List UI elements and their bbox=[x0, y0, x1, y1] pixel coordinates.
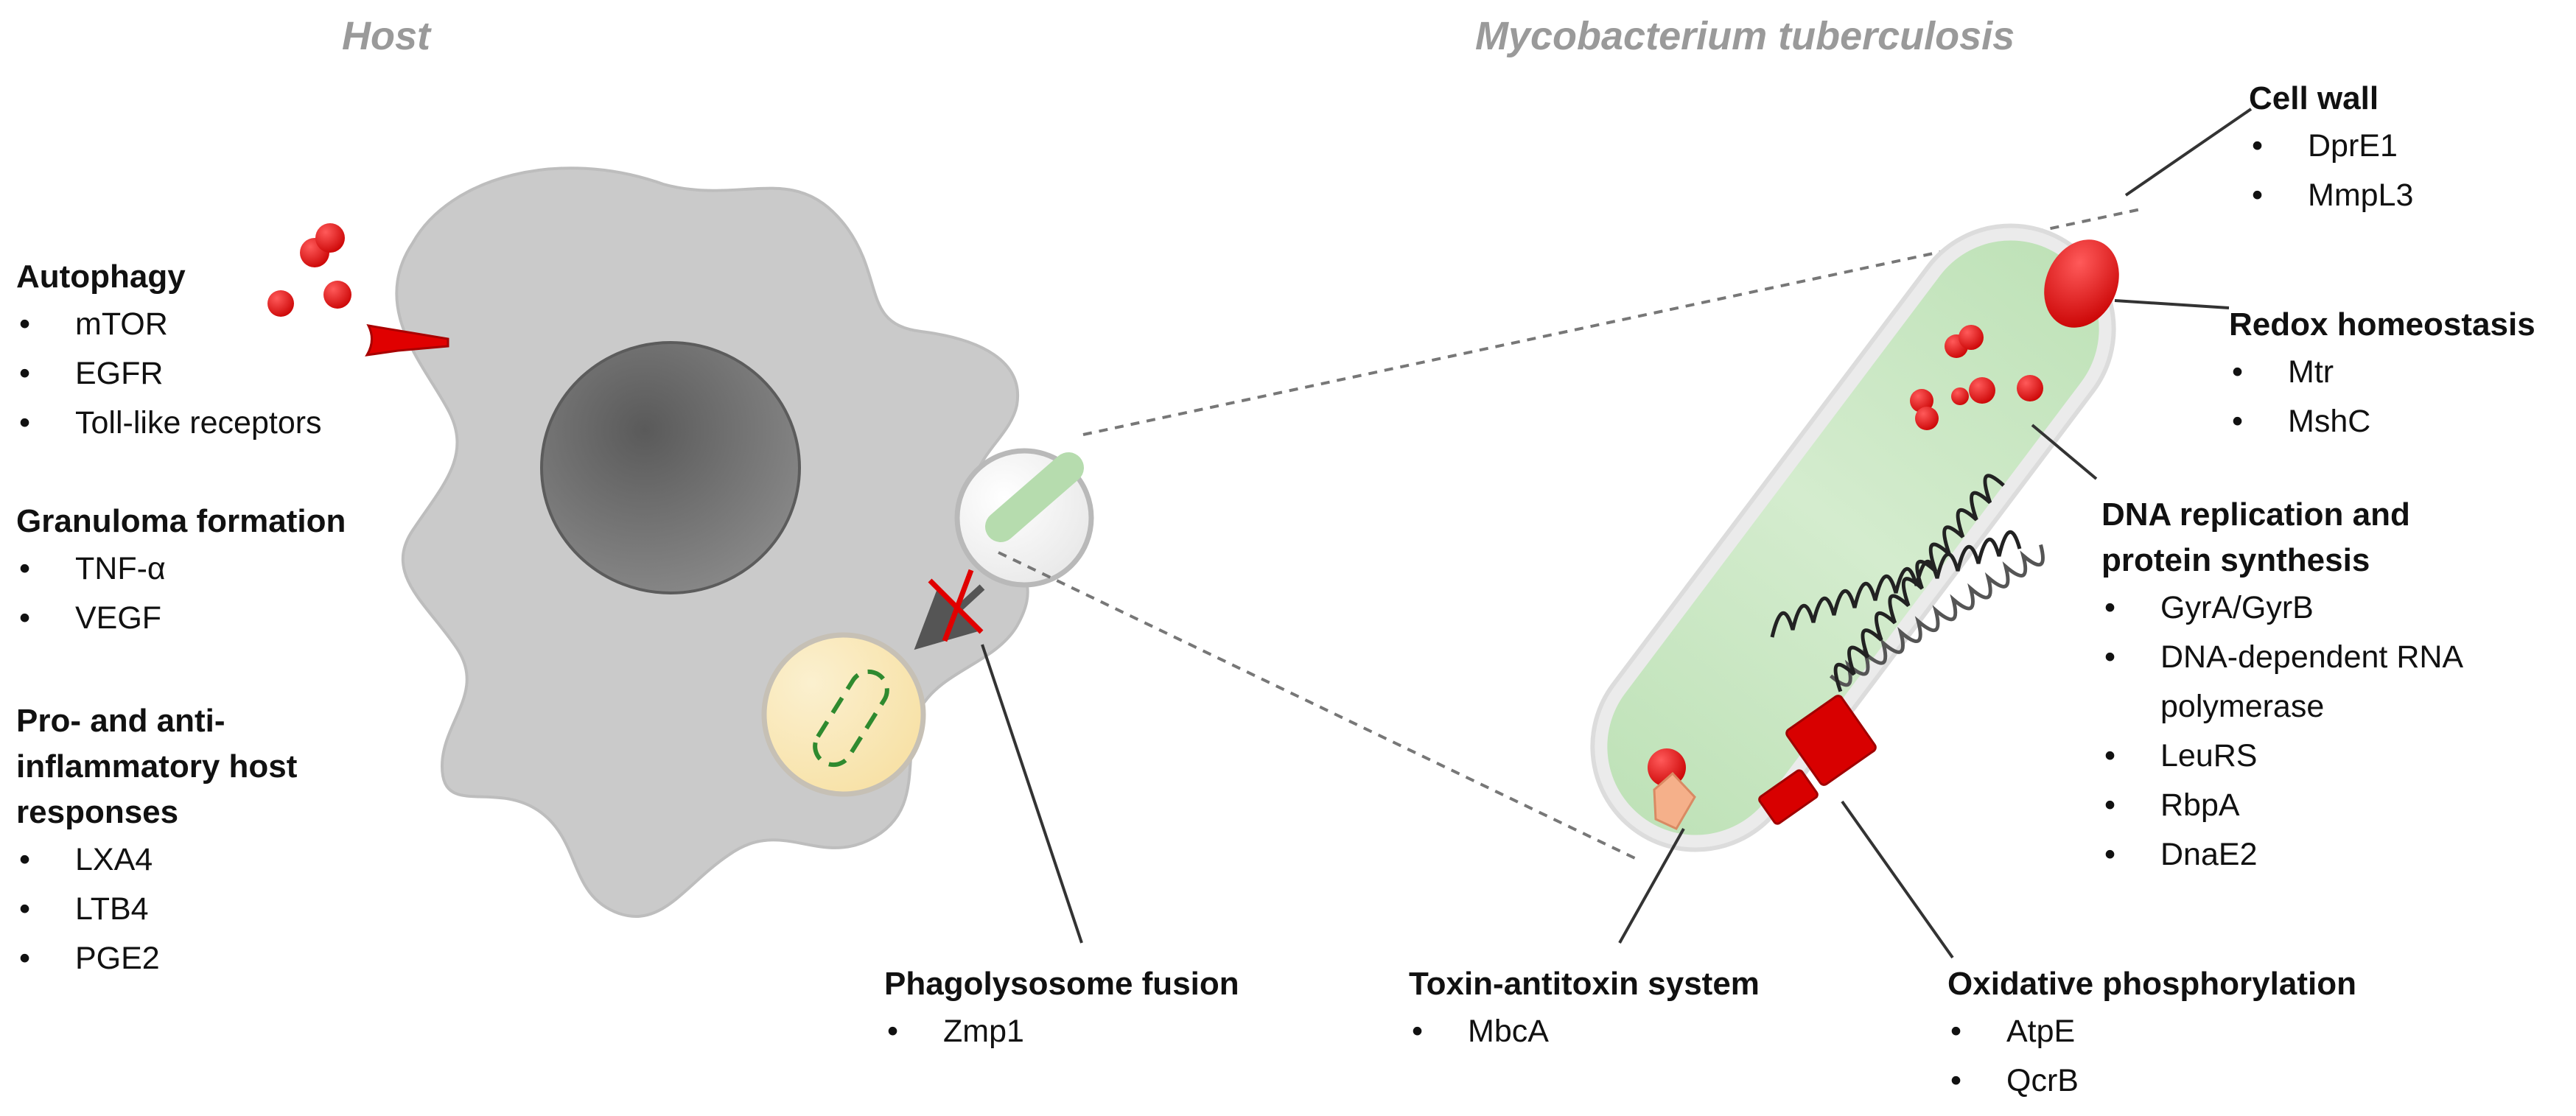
group-title-line: responses bbox=[16, 794, 179, 830]
antitoxin-molecule bbox=[1653, 771, 1696, 830]
list-item: DnaE2 bbox=[2101, 830, 2463, 880]
list-item: LeuRS bbox=[2101, 731, 2463, 781]
group-title-line: protein synthesis bbox=[2101, 542, 2370, 578]
group-title: Oxidative phosphorylation bbox=[1947, 966, 2356, 1002]
group-title-line: DNA replication and bbox=[2101, 496, 2410, 533]
nucleus bbox=[540, 341, 801, 594]
group-title: Granuloma formation bbox=[16, 503, 346, 539]
host-title: Host bbox=[342, 14, 430, 58]
list-item: VEGF bbox=[16, 594, 346, 643]
list-item: PGE2 bbox=[16, 934, 297, 983]
toxin-group: Toxin-antitoxin system MbcA bbox=[1409, 961, 1760, 1056]
redox-molecule bbox=[2044, 239, 2119, 328]
molecule bbox=[1969, 377, 1995, 404]
dna-helix bbox=[1770, 530, 2022, 638]
ligand-molecule bbox=[323, 281, 351, 309]
molecule bbox=[1915, 407, 1939, 430]
list-item: MshC bbox=[2229, 397, 2535, 446]
group-title-line: inflammatory host bbox=[16, 748, 298, 785]
callout-line bbox=[2124, 108, 2253, 197]
list-item: MmpL3 bbox=[2249, 171, 2413, 220]
list-item: AtpE bbox=[1947, 1007, 2356, 1056]
ligand-molecule bbox=[315, 223, 345, 253]
list-item: mTOR bbox=[16, 300, 322, 349]
list-item: GyrA/GyrB bbox=[2101, 583, 2463, 633]
callout-line bbox=[2031, 424, 2098, 480]
cellwall-group: Cell wall DprE1 MmpL3 bbox=[2249, 76, 2413, 220]
atp-synthase-upper bbox=[1785, 695, 1877, 786]
degraded-bacterium bbox=[813, 669, 889, 768]
group-title: Toxin-antitoxin system bbox=[1409, 966, 1760, 1002]
list-item: Toll-like receptors bbox=[16, 399, 322, 448]
phagosome-bacterium bbox=[985, 452, 1084, 542]
block-cross-icon bbox=[942, 569, 974, 642]
group-title-line: Pro- and anti- bbox=[16, 703, 225, 739]
list-item: RbpA bbox=[2101, 781, 2463, 830]
dna-group: DNA replication and protein synthesis Gy… bbox=[2101, 492, 2463, 880]
molecule bbox=[2017, 375, 2043, 401]
callout-line bbox=[1618, 828, 1685, 944]
list-item: MbcA bbox=[1409, 1007, 1760, 1056]
granuloma-group: Granuloma formation TNF-α VEGF bbox=[16, 499, 346, 643]
callout-line bbox=[1841, 800, 1954, 959]
lysosome bbox=[761, 632, 926, 797]
list-item: QcrB bbox=[1947, 1056, 2356, 1106]
molecule bbox=[1951, 387, 1969, 405]
list-item-continuation: polymerase bbox=[2160, 689, 2325, 724]
group-title: Redox homeostasis bbox=[2229, 306, 2535, 343]
group-title: Phagolysosome fusion bbox=[884, 966, 1239, 1002]
list-item: EGFR bbox=[16, 349, 322, 399]
list-item: LXA4 bbox=[16, 835, 297, 885]
autophagy-group: Autophagy mTOR EGFR Toll-like receptors bbox=[16, 254, 322, 448]
phagolysosome-group: Phagolysosome fusion Zmp1 bbox=[884, 961, 1239, 1056]
molecule bbox=[1910, 389, 1933, 413]
molecule bbox=[1959, 325, 1984, 350]
list-item: Mtr bbox=[2229, 348, 2535, 397]
receptor-icon bbox=[365, 324, 449, 357]
callout-line bbox=[981, 644, 1083, 944]
oxphos-group: Oxidative phosphorylation AtpE QcrB bbox=[1947, 961, 2356, 1106]
list-item: DNA-dependent RNA bbox=[2101, 633, 2463, 682]
list-item: Zmp1 bbox=[884, 1007, 1239, 1056]
redox-group: Redox homeostasis Mtr MshC bbox=[2229, 302, 2535, 446]
group-title: Autophagy bbox=[16, 259, 186, 295]
callout-line bbox=[2114, 299, 2230, 309]
list-item: LTB4 bbox=[16, 885, 297, 934]
mtb-title: Mycobacterium tuberculosis bbox=[1475, 14, 2015, 58]
zoom-line bbox=[998, 551, 1640, 862]
inflammatory-group: Pro- and anti- inflammatory host respons… bbox=[16, 698, 297, 983]
group-title: Cell wall bbox=[2249, 80, 2379, 116]
zoom-line bbox=[1082, 207, 2145, 436]
atp-synthase-lower bbox=[1758, 769, 1819, 825]
list-item: DprE1 bbox=[2249, 122, 2413, 171]
list-item: TNF-α bbox=[16, 544, 346, 594]
dna-helix bbox=[1833, 474, 2005, 692]
